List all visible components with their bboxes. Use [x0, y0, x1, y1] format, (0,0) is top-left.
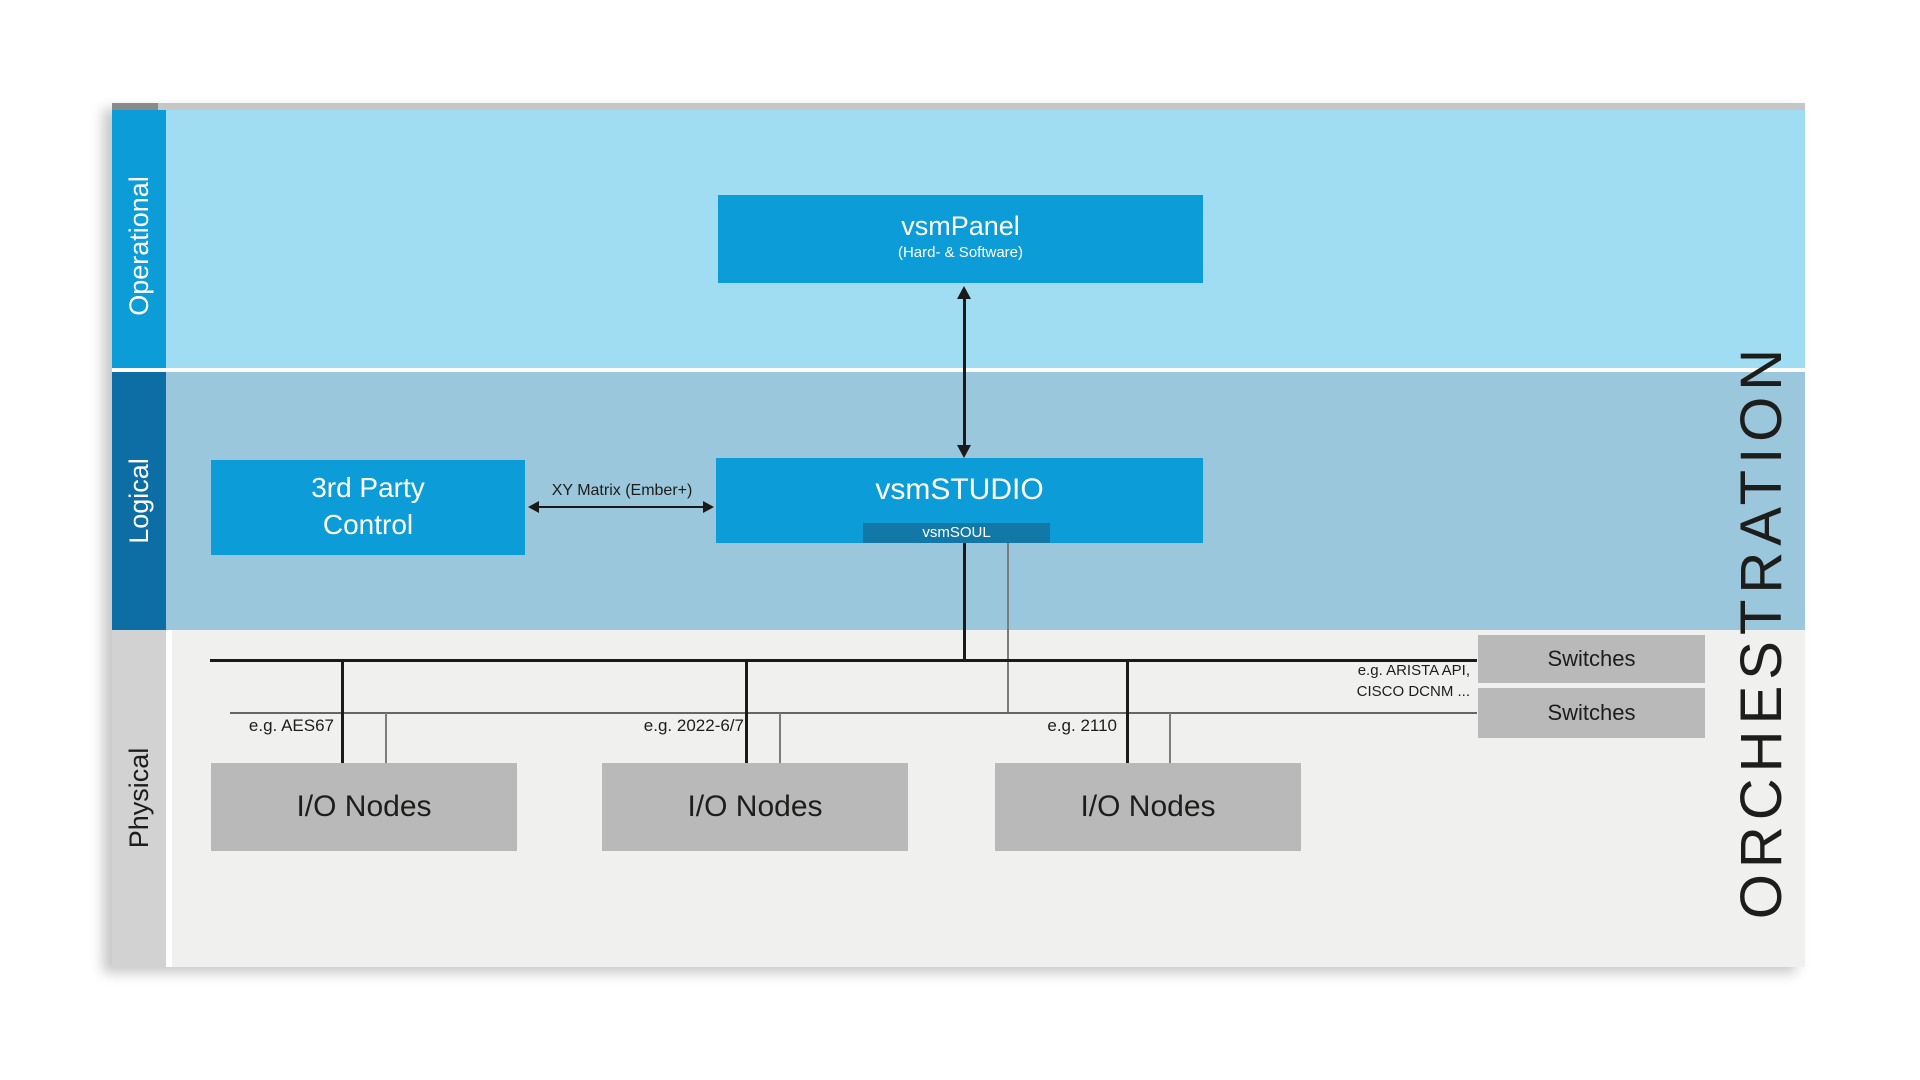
io1-protocol-label: e.g. AES67 — [248, 716, 334, 735]
third-party-control-box: 3rd Party Control — [211, 460, 525, 555]
xy-arrow-line — [538, 506, 704, 508]
io1-drop-secondary — [385, 713, 387, 763]
panel-studio-link-line — [963, 298, 966, 446]
vsm-panel-box: vsmPanel (Hard- & Software) — [718, 195, 1203, 283]
sidebar-logical: Logical — [112, 372, 166, 630]
io-nodes-box-1: I/O Nodes — [211, 763, 517, 851]
logical-label: Logical — [124, 458, 154, 544]
xy-arrow-left-head — [528, 501, 539, 513]
layer-separator — [112, 368, 1805, 372]
xy-matrix-label: XY Matrix (Ember+) — [551, 482, 693, 499]
xy-arrow-right-head — [703, 501, 714, 513]
switch-api-note: e.g. ARISTA API, CISCO DCNM ... — [1270, 660, 1470, 702]
orchestration-label: ORCHESTRATION — [1729, 342, 1794, 920]
third-party-line2: Control — [322, 509, 414, 540]
io3-drop-primary — [1126, 660, 1129, 763]
top-border-dark — [112, 103, 158, 110]
switches-box-1: Switches — [1478, 635, 1705, 683]
io-nodes-box-2: I/O Nodes — [602, 763, 908, 851]
vsm-panel-subtitle: (Hard- & Software) — [897, 244, 1024, 261]
studio-bus-link — [963, 543, 966, 660]
switch-api-note-line2: CISCO DCNM ... — [1356, 683, 1470, 700]
arrow-up-head — [957, 286, 971, 299]
io2-protocol-label: e.g. 2022-6/7 — [643, 716, 744, 735]
operational-label: Operational — [124, 176, 154, 316]
bus-line-secondary — [230, 712, 1477, 714]
sidebar-operational: Operational — [112, 110, 166, 368]
vsm-soul-box: vsmSOUL — [863, 523, 1050, 543]
io2-drop-secondary — [779, 713, 781, 763]
io3-drop-secondary — [1169, 713, 1171, 763]
io1-drop-primary — [341, 660, 344, 763]
vsm-panel-title: vsmPanel — [901, 211, 1020, 241]
io3-protocol-label: e.g. 2110 — [1047, 716, 1117, 735]
io2-drop-primary — [745, 660, 748, 763]
arrow-down-head — [957, 445, 971, 458]
switches-box-2: Switches — [1478, 688, 1705, 738]
architecture-diagram: Operational Logical Physical vsmPanel (H… — [112, 103, 1805, 967]
third-party-line1: 3rd Party — [311, 472, 425, 503]
bus-line-primary — [210, 659, 1477, 662]
vsm-studio-title: vsmSTUDIO — [875, 473, 1044, 506]
switch-api-note-line1: e.g. ARISTA API, — [1357, 662, 1470, 679]
physical-label: Physical — [124, 747, 154, 849]
sidebar-physical: Physical — [112, 630, 166, 967]
soul-bus-link — [1007, 543, 1009, 713]
top-border-light — [158, 103, 1805, 110]
io-nodes-box-3: I/O Nodes — [995, 763, 1301, 851]
